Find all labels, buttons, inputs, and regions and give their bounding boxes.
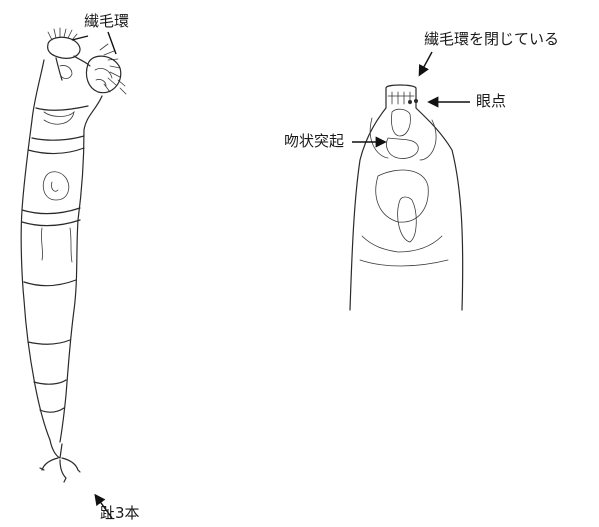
label-cilia-closed: 繊毛環を閉じている [424, 30, 560, 48]
corona-cilia [47, 27, 127, 95]
foot-toes [39, 439, 81, 483]
segment-lines [21, 105, 89, 413]
retracted-rotifer [349, 84, 464, 311]
head-internal [359, 91, 449, 267]
label-cilia-ring: 繊毛環 [84, 12, 130, 30]
head-outline [349, 84, 464, 311]
extended-rotifer [20, 27, 127, 483]
eyespot-dot [414, 99, 418, 103]
label-eyespot: 眼点 [476, 92, 507, 110]
label-rostrum: 吻状突起 [284, 132, 345, 150]
eyespot-dot [408, 100, 412, 104]
label-toes: 趾3本 [100, 504, 140, 522]
inner-organs [41, 110, 75, 263]
trunk-outline [20, 59, 103, 443]
leader-lines [71, 31, 470, 519]
